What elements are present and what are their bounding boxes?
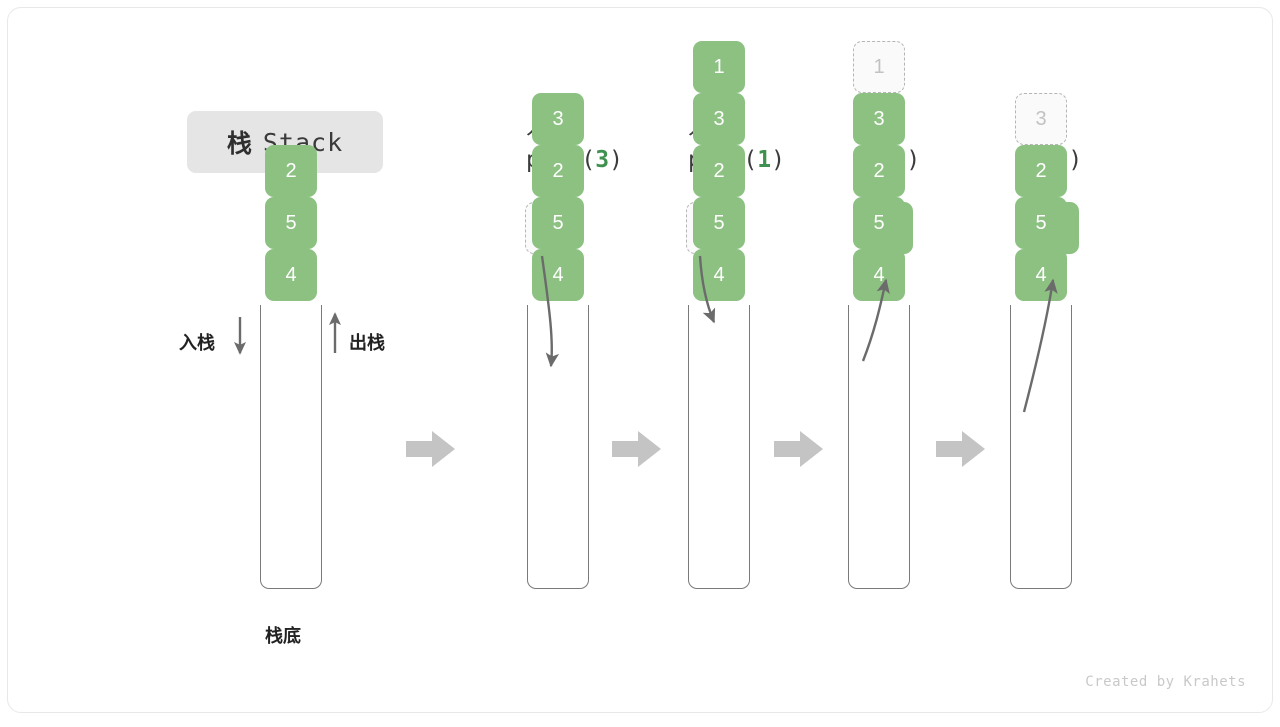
stack-wall <box>848 305 910 589</box>
flow-arrow-1 <box>406 431 455 467</box>
stack-wall <box>688 305 750 589</box>
stack-cell: 5 <box>265 197 317 249</box>
stack-cell: 5 <box>853 197 905 249</box>
label-stack-bottom: 栈底 <box>265 626 301 646</box>
flow-arrow-4 <box>936 431 985 467</box>
flow-arrow-3 <box>774 431 823 467</box>
stack-cell: 2 <box>532 145 584 197</box>
stack-cell: 5 <box>532 197 584 249</box>
stack-cell: 1 <box>693 41 745 93</box>
stack-cell: 3 <box>853 93 905 145</box>
footer-credit: Created by Krahets <box>1085 674 1246 690</box>
stack-cell: 2 <box>853 145 905 197</box>
stack-cell: 4 <box>693 249 745 301</box>
flow-arrow-2 <box>612 431 661 467</box>
diagram-canvas: 栈 Stack 栈顶 栈底 入栈 出栈 452 入栈 push(3) 3 452… <box>7 7 1273 713</box>
stack-cell: 4 <box>265 249 317 301</box>
title-cn: 栈 <box>226 130 253 158</box>
stack-cell-ghost: 3 <box>1015 93 1067 145</box>
stack-cell: 3 <box>532 93 584 145</box>
stack-wall <box>527 305 589 589</box>
stack-cell: 2 <box>693 145 745 197</box>
label-push-left: 入栈 <box>179 333 215 353</box>
label-pop-left: 出栈 <box>349 333 385 353</box>
stack-cell: 4 <box>532 249 584 301</box>
header-arg-push-3: 3 <box>595 147 610 173</box>
stack-cell: 4 <box>853 249 905 301</box>
stack-wall <box>1010 305 1072 589</box>
stack-cell: 4 <box>1015 249 1067 301</box>
stack-cell-ghost: 1 <box>853 41 905 93</box>
stack-cell: 2 <box>1015 145 1067 197</box>
stack-cell: 5 <box>693 197 745 249</box>
stack-cell: 2 <box>265 145 317 197</box>
stack-cell: 5 <box>1015 197 1067 249</box>
header-arg-push-1: 1 <box>757 147 772 173</box>
stack-wall <box>260 305 322 589</box>
stack-cell: 3 <box>693 93 745 145</box>
